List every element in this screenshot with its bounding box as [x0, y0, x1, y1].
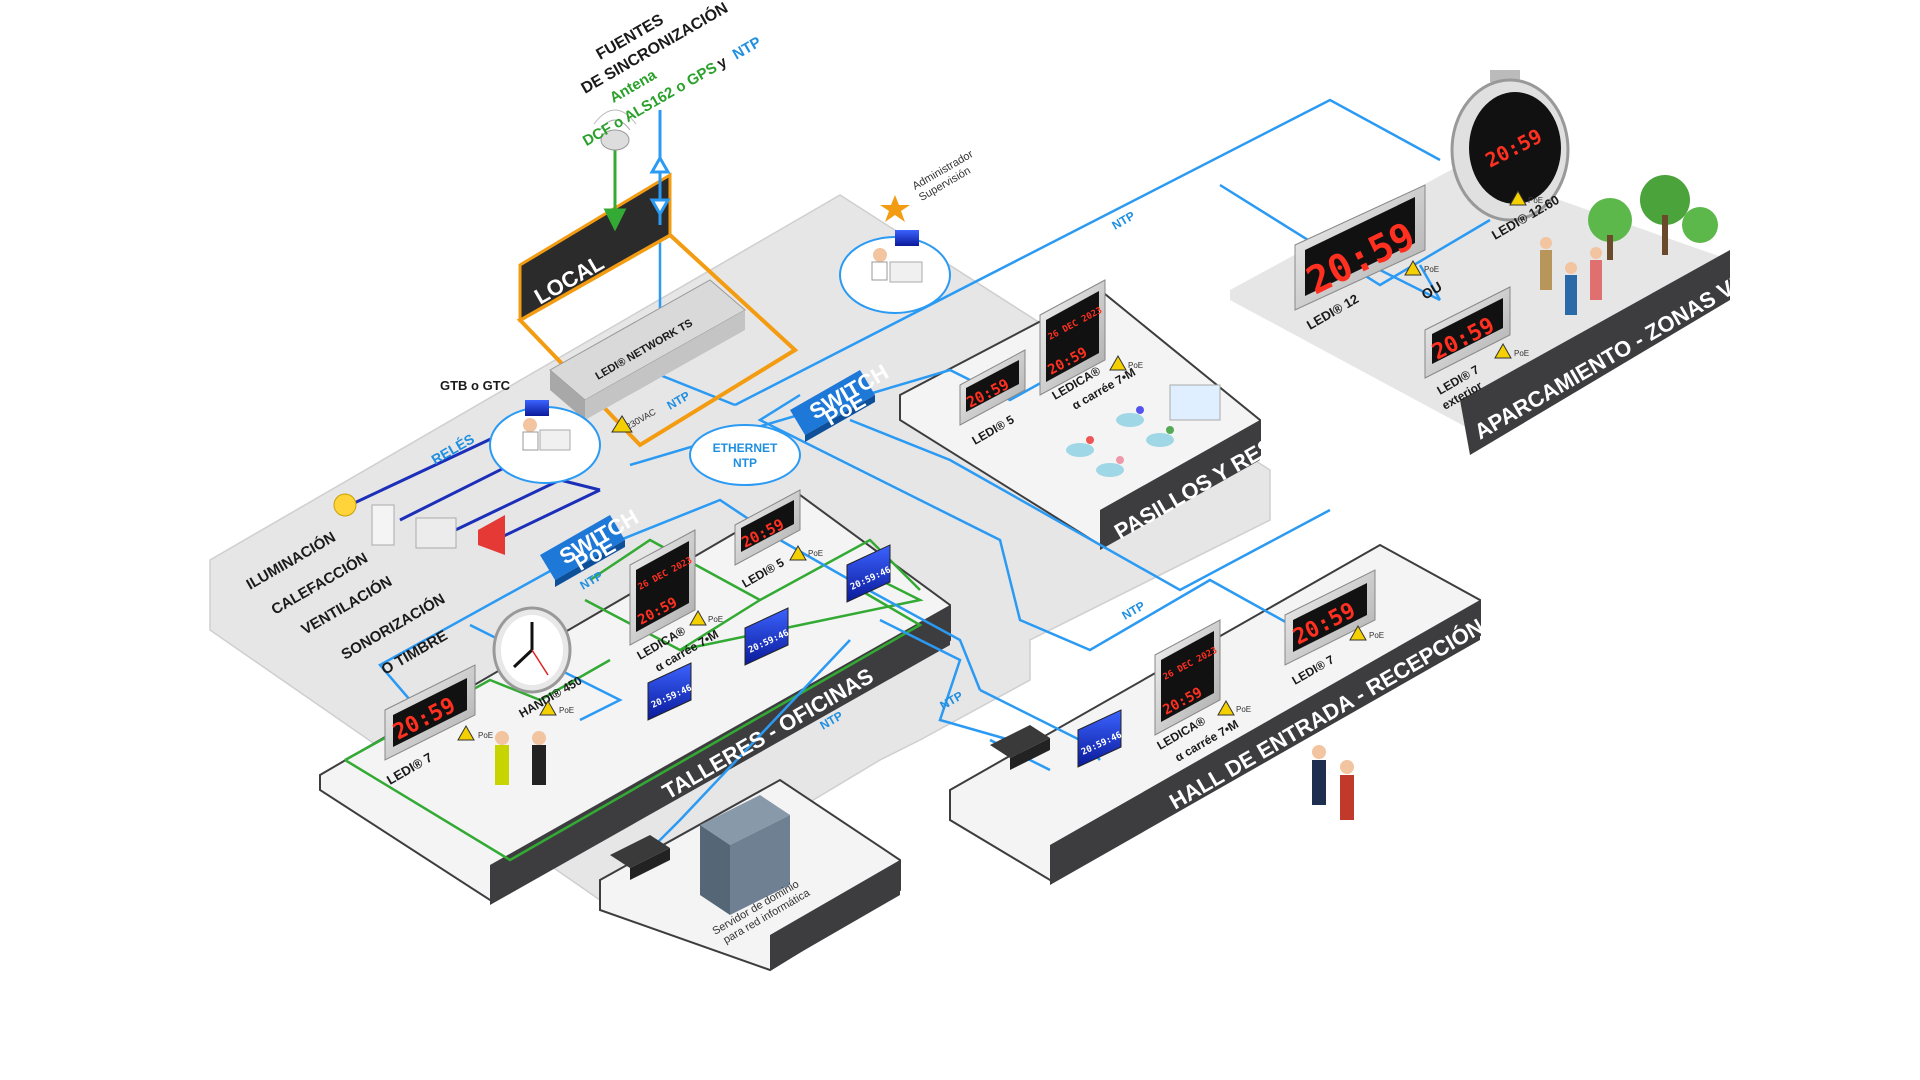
antenna-line — [603, 150, 627, 232]
network-ts-device: LEDI® NETWORK TS 230VAC — [549, 279, 746, 433]
ethernet-label-1: ETHERNET — [713, 441, 778, 455]
admin-operator — [839, 195, 951, 314]
ntp-source-label: NTP — [730, 34, 764, 64]
heater-icon — [371, 504, 395, 546]
output-devices — [333, 493, 505, 555]
parking-band — [1460, 250, 1730, 455]
ethernet-bubble: ETHERNET NTP — [689, 424, 801, 486]
server-rack — [700, 795, 790, 915]
monitor-talleres-1: 20:59:46 — [846, 544, 893, 603]
poe-label-5: PoE — [1128, 361, 1143, 370]
poe-label-6: PoE — [1424, 265, 1439, 274]
poe-label-8: PoE — [1528, 196, 1543, 205]
projector-server — [610, 835, 670, 880]
poe-label-7: PoE — [1514, 349, 1529, 358]
ntp-source-arrow — [649, 110, 671, 225]
projector-hall — [990, 725, 1050, 770]
star-icon — [880, 195, 910, 222]
gtb-operator — [489, 400, 601, 484]
people-parking — [1540, 237, 1602, 315]
poe-label-4: PoE — [808, 549, 823, 558]
poe-label-1: PoE — [478, 731, 493, 740]
poe-label-3: PoE — [708, 615, 723, 624]
zone-pasillos — [899, 288, 1261, 550]
restaurant-scene — [1066, 384, 1221, 477]
antenna-icon — [593, 109, 637, 151]
monitor-talleres-3: 20:59:46 — [647, 662, 694, 721]
poe-label-2: PoE — [559, 706, 574, 715]
ventilation-icon — [415, 517, 457, 549]
warning-icon — [611, 415, 633, 433]
sources-title: FUENTES DE SINCRONIZACIÓN Antena DCF o A… — [578, 0, 765, 150]
gtb-label: GTB o GTC — [440, 378, 511, 393]
person-icon — [523, 418, 537, 432]
siren-icon — [478, 515, 505, 555]
poe-label-9: PoE — [1369, 631, 1384, 640]
workers-talleres — [495, 731, 546, 785]
people-hall — [1312, 745, 1354, 820]
light-bulb-icon — [333, 493, 357, 517]
poe-label-10: PoE — [1236, 705, 1251, 714]
ethernet-label-2: NTP — [733, 456, 757, 470]
ledica-pasillos: 26 DEC 2023 20:59 LEDICA® α carrée 7•M P… — [1039, 279, 1143, 413]
trees — [1588, 175, 1718, 260]
admin-label: Administrador Supervisión — [911, 148, 976, 204]
